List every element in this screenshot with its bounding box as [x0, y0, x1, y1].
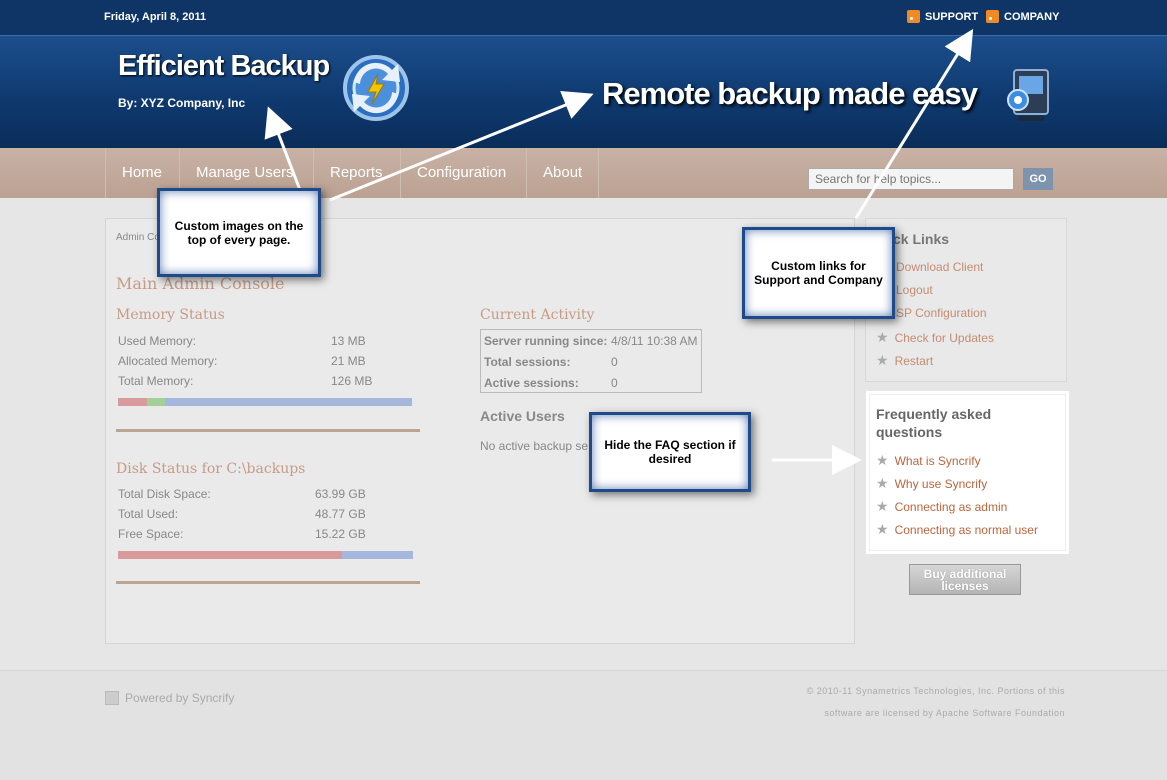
activity-value: 4/8/11 10:38 AM	[611, 334, 698, 348]
disk-usage-bar	[118, 551, 413, 559]
memory-row-label: Used Memory:	[118, 334, 197, 348]
quick-link-sp-configuration[interactable]: SP Configuration	[896, 306, 987, 320]
quick-links-panel	[865, 218, 1067, 382]
backup-logo-icon	[343, 55, 409, 121]
memory-row-label: Total Memory:	[118, 374, 194, 388]
star-icon: ★	[876, 498, 889, 514]
syncrify-logo-icon	[105, 691, 119, 705]
quick-link-check-updates[interactable]: ★ Check for Updates	[876, 329, 994, 346]
star-icon: ★	[876, 475, 889, 491]
disk-row-value: 48.77 GB	[315, 507, 366, 521]
go-button[interactable]: GO	[1023, 168, 1053, 190]
disk-status-title: Disk Status for C:\backups	[116, 461, 306, 477]
faq-link-why-use[interactable]: ★ Why use Syncrify	[876, 475, 987, 492]
callout-custom-links: Custom links for Support and Company	[742, 227, 895, 319]
rss-icon	[986, 10, 999, 23]
star-icon: ★	[876, 352, 889, 368]
divider	[116, 429, 420, 432]
quick-links-title: ck Links	[893, 231, 950, 247]
memory-row-value: 126 MB	[331, 374, 373, 388]
activity-label: Server running since:	[484, 334, 608, 348]
faq-link-label: What is Syncrify	[894, 453, 981, 468]
faq-link-what-is[interactable]: ★ What is Syncrify	[876, 452, 981, 469]
disk-row-label: Total Disk Space:	[118, 487, 211, 501]
activity-value: 0	[611, 355, 618, 369]
support-link[interactable]: SUPPORT	[907, 10, 978, 23]
nav-manage-users[interactable]: Manage Users	[179, 148, 310, 198]
memory-allocated-segment	[147, 398, 166, 406]
quick-link-restart[interactable]: ★ Restart	[876, 352, 933, 369]
header-date: Friday, April 8, 2011	[104, 11, 207, 23]
quick-link-label: Restart	[894, 353, 934, 368]
quick-link-label: Check for Updates	[894, 330, 994, 345]
disk-row-value: 63.99 GB	[315, 487, 366, 501]
active-users-title: Active Users	[480, 408, 565, 424]
disk-row-label: Total Used:	[118, 507, 179, 521]
brand-byline: By: XYZ Company, Inc	[118, 96, 246, 110]
search-input[interactable]	[808, 168, 1014, 190]
quick-link-logout[interactable]: Logout	[896, 283, 933, 297]
nav-reports[interactable]: Reports	[313, 148, 399, 198]
arrow-to-logo	[264, 106, 302, 191]
copyright-line: software are licensed by Apache Software…	[824, 708, 1065, 718]
callout-hide-faq: Hide the FAQ section if desired	[589, 412, 751, 492]
footer	[0, 670, 1167, 780]
powered-by-label: Powered by Syncrify	[125, 691, 235, 705]
faq-panel	[866, 391, 1069, 554]
page-title: Main Admin Console	[116, 274, 285, 293]
current-activity-title: Current Activity	[480, 307, 595, 323]
activity-value: 0	[611, 376, 618, 390]
memory-row-label: Allocated Memory:	[118, 354, 218, 368]
activity-label: Total sessions:	[484, 355, 571, 369]
banner-slogan: Remote backup made easy	[602, 76, 978, 111]
disk-row-label: Free Space:	[118, 527, 184, 541]
buy-licenses-button[interactable]: Buy additional licenses	[909, 564, 1021, 595]
faq-link-label: Why use Syncrify	[894, 476, 988, 491]
memory-status-title: Memory Status	[116, 307, 225, 323]
company-link-label: COMPANY	[1004, 10, 1060, 23]
activity-label: Active sessions:	[484, 376, 579, 390]
disk-used-segment	[118, 551, 343, 559]
support-link-label: SUPPORT	[925, 10, 979, 23]
star-icon: ★	[876, 329, 889, 345]
brand-logo-text: Efficient Backup	[118, 50, 330, 82]
star-icon: ★	[876, 452, 889, 468]
breadcrumb: Admin Co	[116, 232, 160, 243]
nav-about[interactable]: About	[526, 148, 600, 198]
disk-row-value: 15.22 GB	[315, 527, 366, 541]
nav-home[interactable]: Home	[105, 148, 178, 198]
computer-gear-icon	[1007, 69, 1049, 121]
faq-link-label: Connecting as admin	[894, 499, 1008, 514]
company-link[interactable]: COMPANY	[986, 10, 1059, 23]
faq-link-admin[interactable]: ★ Connecting as admin	[876, 498, 1007, 515]
memory-free-segment	[165, 398, 412, 406]
quick-link-label: Logout	[896, 283, 933, 297]
divider	[116, 581, 420, 584]
quick-link-label: SP Configuration	[896, 306, 987, 320]
powered-by[interactable]: Powered by Syncrify	[105, 691, 234, 705]
copyright-line: © 2010-11 Synametrics Technologies, Inc.…	[806, 686, 1065, 696]
faq-link-normal-user[interactable]: ★ Connecting as normal user	[876, 521, 1038, 538]
memory-row-value: 21 MB	[331, 354, 366, 368]
arrow-to-slogan	[329, 91, 594, 202]
activity-table	[480, 329, 702, 393]
quick-link-download-client[interactable]: Download Client	[896, 260, 983, 274]
active-users-text: No active backup se	[480, 439, 589, 453]
quick-link-label: Download Client	[896, 260, 984, 274]
memory-usage-bar	[118, 398, 412, 406]
star-icon: ★	[876, 521, 889, 537]
rss-icon	[907, 10, 920, 23]
top-bar	[0, 0, 1167, 36]
arrow-to-links	[854, 28, 974, 219]
memory-used-segment	[118, 398, 148, 406]
faq-link-label: Connecting as normal user	[894, 522, 1038, 537]
memory-row-value: 13 MB	[331, 334, 366, 348]
callout-custom-images: Custom images on the top of every page.	[157, 188, 321, 277]
faq-title: Frequently asked questions	[876, 406, 992, 440]
disk-free-segment	[342, 551, 413, 559]
